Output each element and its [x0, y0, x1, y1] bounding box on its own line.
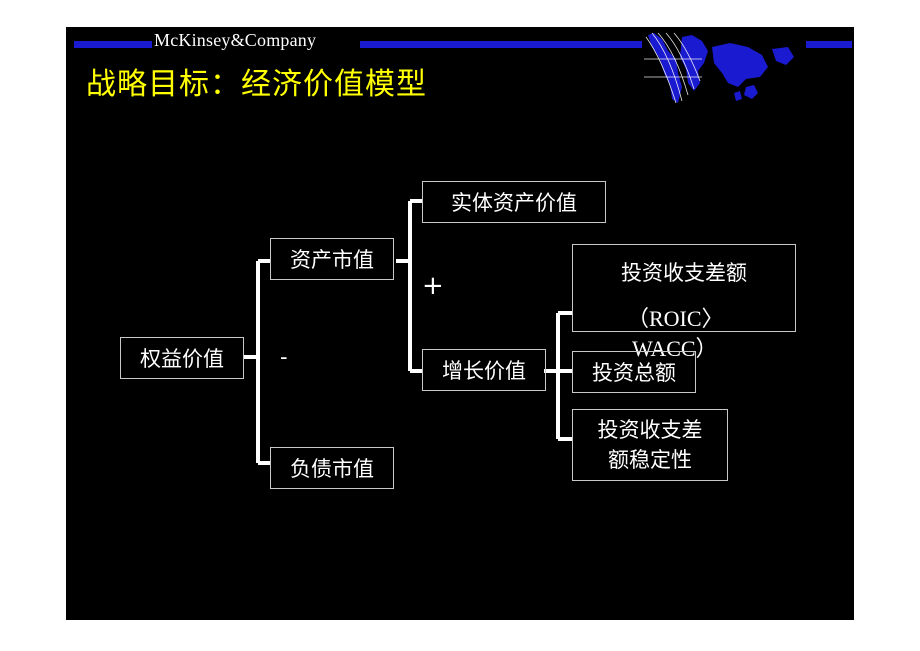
- header-bar-right: [806, 41, 852, 48]
- asset-market-value-node: 资产市值: [270, 238, 394, 280]
- investment-spread-label: 投资收支差额: [621, 261, 747, 285]
- header-bar-left: [74, 41, 152, 48]
- slide: McKinsey&Company 战略目标：经济价值模型: [66, 27, 854, 620]
- spread-stability-line1: 投资收支差: [597, 418, 703, 442]
- roic-label: （ROIC〉: [627, 306, 724, 331]
- spread-stability-line2: 额稳定性: [608, 448, 692, 472]
- tree-connectors: [244, 199, 572, 465]
- plus-sign: +: [422, 271, 444, 301]
- debt-market-value-node: 负债市值: [270, 447, 394, 489]
- entity-asset-value-node: 实体资产价值: [422, 181, 606, 223]
- slide-title: 战略目标：经济价值模型: [86, 67, 427, 102]
- wacc-label: WACC）: [632, 336, 718, 361]
- equity-value-node: 权益价值: [120, 337, 244, 379]
- spread-stability-node: 投资收支差 额稳定性: [572, 409, 728, 481]
- header-bar-middle: [360, 41, 642, 48]
- growth-value-node: 增长价值: [422, 349, 546, 391]
- world-map-icon: [644, 32, 794, 104]
- minus-sign: -: [280, 345, 288, 369]
- brand-logo: McKinsey&Company: [154, 30, 317, 50]
- total-investment-node: 投资总额: [572, 351, 696, 393]
- investment-spread-node: 投资收支差额 （ROIC〉: [572, 244, 796, 332]
